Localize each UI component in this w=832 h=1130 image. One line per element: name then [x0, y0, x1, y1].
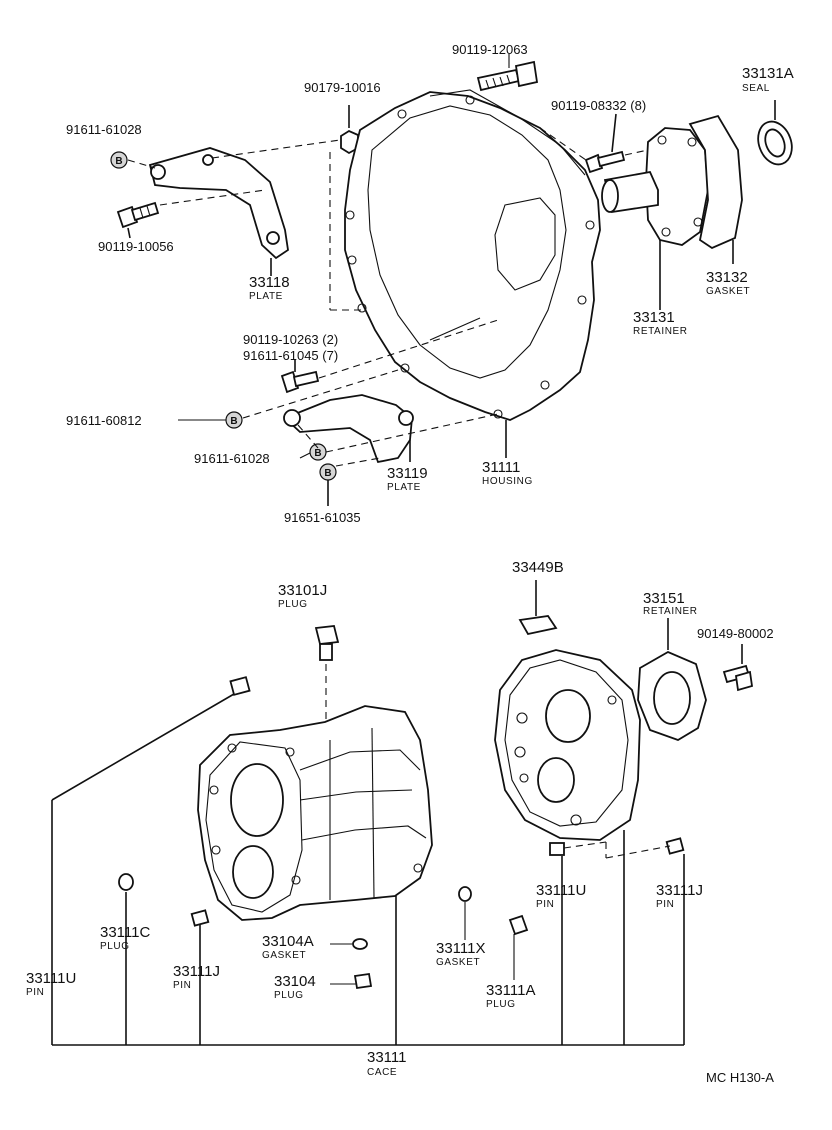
bolt-b-marker-icon: B [225, 411, 243, 429]
diagram-reference-code: MC H130-A [706, 1070, 774, 1085]
label-33111x: 33111X [436, 940, 486, 957]
label-33449b: 33449B [512, 559, 564, 576]
label-90119-10056: 90119-10056 [98, 239, 174, 254]
lower-labels: 33101J PLUG 33449B 33151 RETAINER 90149-… [26, 559, 774, 1078]
label-33111: 33111 [367, 1049, 407, 1066]
label-33111c: 33111C [100, 924, 150, 941]
label-retainer-b: RETAINER [643, 606, 698, 617]
label-33111a: 33111A [486, 982, 536, 999]
label-33101j: 33101J [278, 582, 327, 599]
bolt-90149-80002-icon [722, 644, 754, 692]
upper-leader-lines [178, 54, 510, 459]
label-90119-08332: 90119-08332 (8) [551, 98, 646, 113]
pin-33111j-b-icon [665, 837, 685, 855]
pin-33111u-b-icon [549, 842, 565, 856]
gasket-33104a-icon [352, 938, 368, 950]
gasket-33132-icon [688, 114, 743, 264]
label-retainer-a: RETAINER [633, 326, 688, 337]
label-33111u-b: 33111U [26, 970, 76, 987]
bolt-b-marker-label: B [230, 416, 237, 427]
label-33111u-a: 33111U [536, 882, 586, 899]
label-33104: 33104 [274, 973, 316, 990]
plug-33111a-icon [508, 914, 529, 936]
label-33131: 33131 [633, 309, 675, 326]
label-33104a: 33104A [262, 933, 314, 950]
label-91611-61045: 91611-61045 (7) [243, 348, 338, 363]
label-plug-b: PLUG [100, 941, 130, 952]
label-91611-61028-b: 91611-61028 [194, 451, 270, 466]
label-33131a: 33131A [742, 65, 794, 82]
plug-33101j-icon [314, 625, 340, 720]
label-pin-d: PIN [26, 987, 44, 998]
extension-adapter-icon [494, 649, 641, 841]
bolt-90119-10056-icon [116, 201, 160, 239]
label-90119-12063: 90119-12063 [452, 42, 528, 57]
label-91651-61035: 91651-61035 [284, 510, 361, 525]
lower-dashed-lines [563, 841, 671, 859]
label-31111: 31111 [482, 459, 520, 476]
transmission-case-33111-icon [197, 705, 433, 1045]
label-33151: 33151 [643, 590, 685, 607]
plug-33104-icon [353, 972, 373, 990]
plug-33111c-icon [118, 873, 134, 891]
label-pin-a: PIN [173, 980, 191, 991]
label-gasket-b: GASKET [262, 950, 306, 961]
plate-33119-icon [283, 394, 414, 464]
retainer-33131-icon [601, 127, 709, 310]
pin-33111j-a-icon [190, 909, 210, 927]
label-gasket-a: GASKET [706, 286, 750, 297]
bolt-b-marker-icon: B [110, 151, 128, 169]
seal-33131a-icon [757, 100, 793, 166]
label-gasket-c: GASKET [436, 957, 480, 968]
label-plug-d: PLUG [486, 999, 516, 1010]
bolt-90119-08332-icon [584, 113, 626, 174]
bolt-b-marker-icon: B [309, 443, 327, 461]
label-cace: CACE [367, 1067, 397, 1078]
label-90179-10016: 90179-10016 [304, 80, 381, 95]
bolt-b-marker-label: B [115, 156, 122, 167]
gasket-33111x-icon [458, 886, 472, 902]
label-90119-10263: 90119-10263 (2) [243, 332, 338, 347]
assembly-dashed-lines [127, 127, 649, 467]
label-33132: 33132 [706, 269, 748, 286]
upper-labels: 90119-12063 90179-10016 33131A SEAL 9161… [66, 42, 794, 525]
plate-33118-icon [148, 147, 289, 276]
bolt-90119-10263-icon [280, 360, 320, 394]
label-33111j-b: 33111J [656, 882, 703, 899]
lower-leader-lines [51, 693, 685, 1046]
label-plug-c: PLUG [274, 990, 304, 1001]
label-pin-b: PIN [536, 899, 554, 910]
bolt-b-marker-icon: B [319, 463, 337, 506]
pin-33111u-icon [229, 676, 251, 696]
label-pin-c: PIN [656, 899, 674, 910]
retainer-33151-icon [637, 618, 707, 741]
bolt-90119-12063-icon [476, 60, 539, 92]
label-housing: HOUSING [482, 476, 533, 487]
label-plate-b: PLATE [387, 482, 421, 493]
label-plug-a: PLUG [278, 599, 308, 610]
bolt-b-marker-label: B [324, 468, 331, 479]
connector-33449b-icon [518, 580, 558, 636]
label-90149-80002: 90149-80002 [697, 626, 774, 641]
label-91611-60812: 91611-60812 [66, 413, 142, 428]
label-91611-61028-a: 91611-61028 [66, 122, 142, 137]
bolt-b-marker-label: B [314, 448, 321, 459]
label-plate-a: PLATE [249, 291, 283, 302]
label-33118: 33118 [249, 274, 290, 291]
label-33119: 33119 [387, 465, 428, 482]
clutch-housing-31111-icon [344, 89, 601, 458]
label-33111j-a: 33111J [173, 963, 220, 980]
label-seal: SEAL [742, 83, 770, 94]
